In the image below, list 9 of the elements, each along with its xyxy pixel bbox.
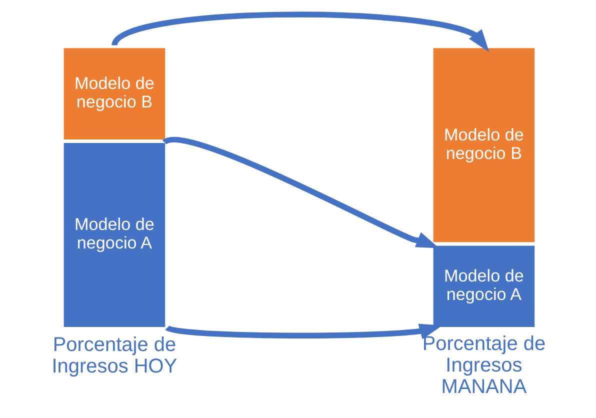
arrow [166,324,442,340]
label: Porcentaje de Ingresos HOY [51,334,177,378]
arrow [112,12,489,52]
node-box: Modelo de negocio A [431,244,536,328]
label: Porcentaje de Ingresos MANANA [422,333,546,398]
node-box: Modelo de negocio B [62,46,166,141]
node-box: Modelo de negocio A [62,142,166,328]
node-box: Modelo de negocio B [431,46,536,244]
arrow [163,136,439,248]
